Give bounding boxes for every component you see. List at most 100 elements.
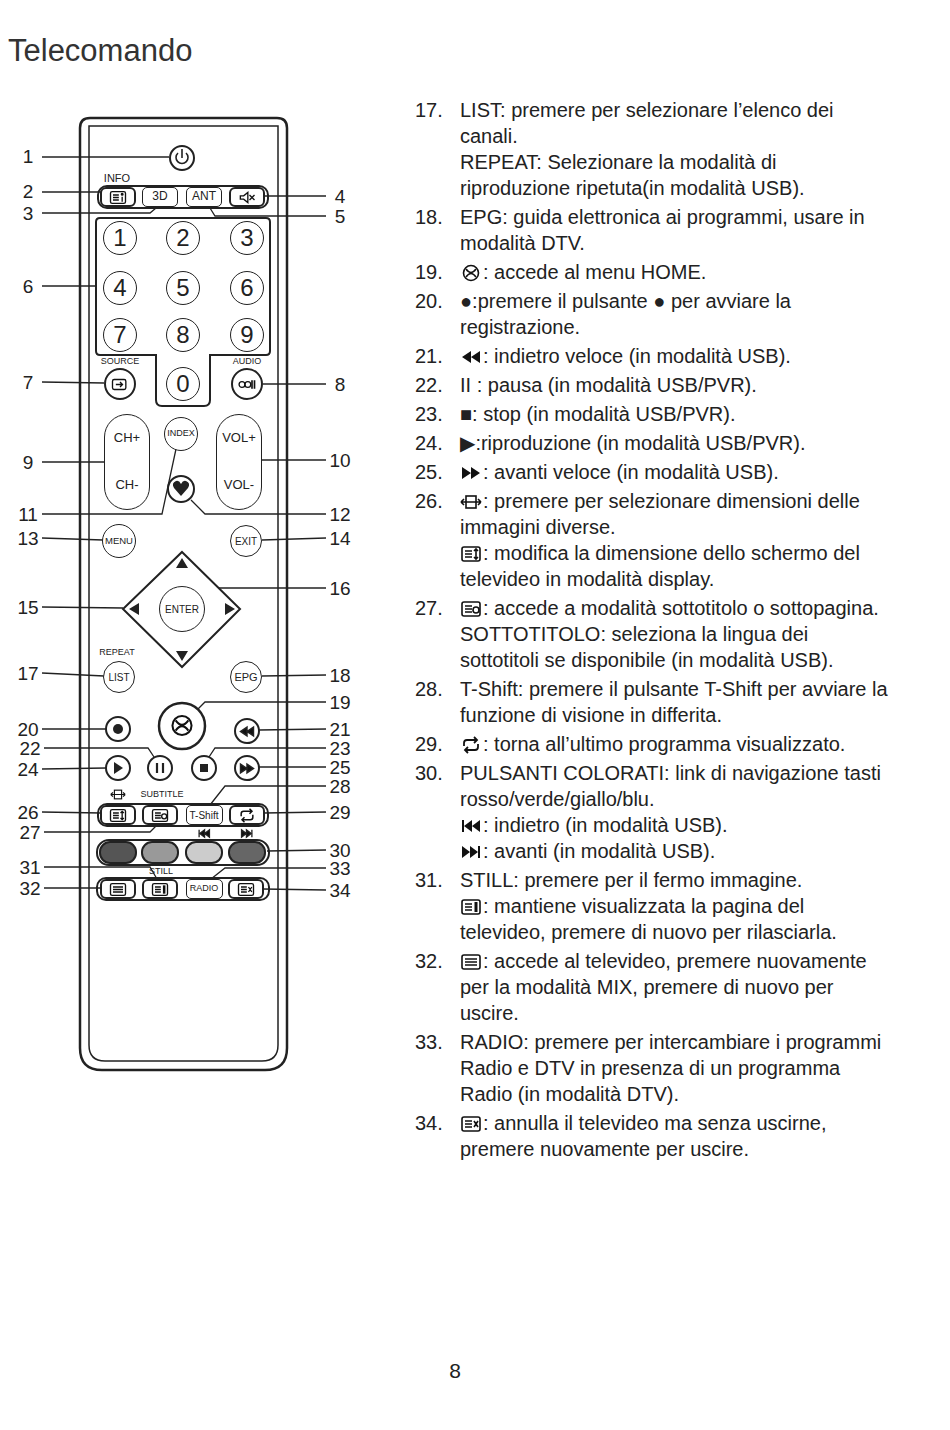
callout-number: 9 — [23, 453, 34, 472]
remote-buttons — [192, 756, 216, 780]
item-paragraph: : accede al menu HOME. — [460, 259, 890, 285]
button-text: VOL+ — [222, 431, 256, 445]
leader-lines — [263, 383, 326, 384]
callout-number: 11 — [18, 505, 38, 524]
item-paragraph: ●:premere il pulsante ● per avviare la r… — [460, 288, 890, 340]
callout-number: 24 — [17, 760, 38, 779]
button-icon — [460, 490, 483, 512]
leader-lines — [263, 889, 326, 890]
page-title: Telecomando — [8, 32, 192, 69]
item-text: : accede a modalità sottotitolo o sottop… — [460, 597, 879, 671]
remote-body — [80, 118, 287, 1070]
callout-number: 33 — [329, 859, 350, 878]
callout-number: 28 — [329, 777, 350, 796]
button-icon — [460, 840, 483, 862]
item-number: 27. — [415, 595, 460, 673]
remote-buttons — [97, 878, 269, 900]
round-button: 9 — [230, 318, 264, 352]
round-button: INDEX — [164, 417, 198, 451]
callout-number: 17 — [17, 664, 38, 683]
callout-number: 26 — [17, 803, 38, 822]
item-number: 17. — [415, 97, 460, 201]
item-paragraph: : annulla il televideo ma senza uscirne,… — [460, 1110, 890, 1162]
remote-buttons — [111, 790, 125, 799]
remote-buttons — [239, 884, 254, 896]
button-icon — [462, 955, 480, 969]
remote-buttons — [235, 719, 259, 743]
item-paragraph: : accede a modalità sottotitolo o sottop… — [460, 595, 890, 673]
remote-body — [80, 118, 287, 1070]
button-icon — [460, 1115, 482, 1133]
button-caption: SOURCE — [101, 357, 140, 366]
callout-number: 21 — [329, 720, 350, 739]
leader-lines — [42, 812, 101, 813]
button-icon — [460, 542, 483, 564]
button-icon — [462, 602, 480, 616]
remote-buttons — [229, 880, 263, 898]
item-paragraph: : premere per selezionare dimensioni del… — [460, 488, 890, 540]
remote-buttons — [113, 724, 123, 734]
round-button: 7 — [103, 318, 137, 352]
leader-lines — [262, 538, 326, 540]
item-paragraph: : accede al televideo, premere nuovament… — [460, 948, 890, 1026]
callout-number: 31 — [19, 858, 40, 877]
remote-buttons — [159, 703, 205, 749]
item-text: T-Shift: premere il pulsante T-Shift per… — [460, 678, 888, 726]
button-icon — [460, 461, 483, 483]
callout-number: 10 — [329, 451, 350, 470]
item-text: II : pausa (in modalità USB/PVR). — [460, 374, 757, 396]
item-paragraph: : indietro (in modalità USB). — [460, 812, 890, 838]
leader-lines — [264, 812, 326, 813]
item-number: 30. — [415, 760, 460, 864]
round-button: EXIT — [230, 525, 262, 557]
item-body: ■: stop (in modalità USB/PVR). — [460, 401, 890, 427]
button-text: 8 — [176, 322, 189, 348]
button-icon — [460, 814, 483, 836]
item-number: 19. — [415, 259, 460, 285]
key-button: RADIO — [186, 879, 223, 899]
button-icon — [460, 545, 482, 563]
button-text: MENU — [105, 536, 133, 546]
leader-lines — [259, 766, 326, 767]
item-body: ▶:riproduzione (in modalità USB/PVR). — [460, 430, 890, 456]
remote-buttons — [199, 830, 209, 837]
item-paragraph: T-Shift: premere il pulsante T-Shift per… — [460, 676, 890, 728]
callout-number: 3 — [23, 204, 34, 223]
round-button: ENTER — [159, 586, 205, 632]
item-number: 18. — [415, 204, 460, 256]
item-paragraph: : indietro veloce (in modalità USB). — [460, 343, 890, 369]
item-text: : accede al televideo, premere nuovament… — [460, 950, 867, 1024]
item-number: 33. — [415, 1029, 460, 1107]
item-body: STILL: premere per il fermo immagine.: m… — [460, 867, 890, 945]
remote-buttons — [105, 369, 135, 399]
button-text: 3 — [240, 225, 253, 251]
item-body: LIST: premere per selezionare l’elenco d… — [460, 97, 890, 201]
remote-buttons — [232, 369, 262, 399]
item-paragraph: II : pausa (in modalità USB/PVR). — [460, 372, 890, 398]
round-button: MENU — [102, 524, 136, 558]
remote-buttons — [106, 717, 130, 741]
button-icon — [460, 817, 482, 835]
leader-lines — [191, 500, 326, 514]
item-text: : premere per selezionare dimensioni del… — [460, 490, 860, 538]
list-item: 23.■: stop (in modalità USB/PVR). — [415, 401, 890, 427]
button-icon — [464, 266, 479, 281]
item-paragraph: : avanti veloce (in modalità USB). — [460, 459, 890, 485]
leader-lines — [44, 887, 101, 888]
button-icon — [462, 1117, 480, 1131]
button-icon — [460, 264, 482, 282]
key-button: 3D — [142, 187, 178, 207]
button-caption: STILL — [149, 867, 173, 876]
button-caption: SUBTITLE — [140, 790, 183, 799]
leader-lines — [265, 195, 326, 196]
leader-lines — [262, 675, 326, 676]
callout-number: 27 — [19, 823, 40, 842]
leader-lines — [211, 868, 326, 879]
button-icon — [460, 600, 482, 618]
round-button: 5 — [166, 271, 200, 305]
button-icon — [462, 351, 480, 363]
callout-number: 34 — [329, 881, 350, 900]
button-caption: REPEAT — [99, 648, 134, 657]
leader-lines — [42, 382, 104, 383]
